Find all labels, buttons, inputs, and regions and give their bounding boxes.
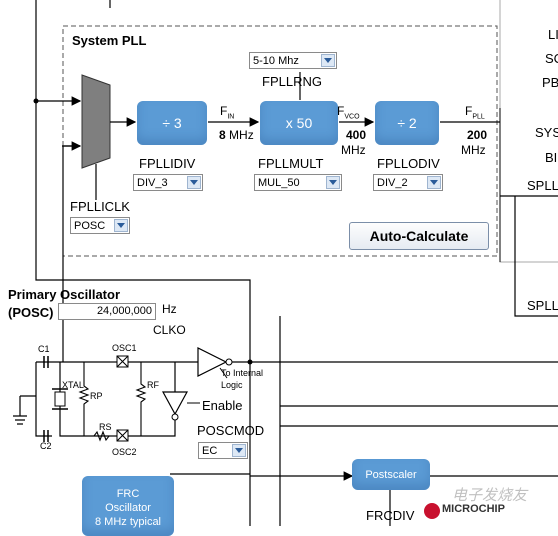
- fpllmult-select[interactable]: MUL_50: [254, 174, 342, 191]
- multiplier-symbol: x 50: [285, 115, 313, 131]
- osc2-label: OSC2: [112, 447, 137, 457]
- fpllmult-value: MUL_50: [258, 176, 300, 189]
- input-divider-symbol: ÷ 3: [162, 115, 182, 131]
- poscmod-value: EC: [202, 444, 218, 457]
- chevron-down-icon[interactable]: [114, 219, 128, 232]
- fpllmult-label: FPLLMULT: [258, 156, 324, 171]
- fpll-value: 200: [467, 128, 488, 142]
- fpllclk-select[interactable]: POSC: [70, 217, 130, 234]
- pll-range-value: 5-10 Mhz: [253, 54, 299, 67]
- pll-dashed-box: [62, 25, 498, 257]
- chevron-down-icon[interactable]: [232, 444, 246, 457]
- to-internal-label: To Internal: [221, 368, 264, 378]
- output-divider-symbol: ÷ 2: [397, 115, 417, 131]
- rp-label: RP: [90, 391, 103, 401]
- chevron-down-icon[interactable]: [321, 54, 335, 67]
- right-item-sys: SYS: [535, 125, 558, 140]
- clko-label: CLKO: [153, 323, 186, 337]
- brand-watermark: MICROCHIP: [442, 503, 505, 515]
- pll-multiplier-block: x 50: [260, 101, 338, 145]
- posc-subtitle: (POSC): [8, 305, 54, 320]
- frc-line1: FRC: [116, 488, 140, 500]
- microchip-logo: [424, 503, 440, 519]
- frc-oscillator-block: FRC Oscillator 8 MHz typical: [82, 476, 174, 536]
- fvco-label: FVCO: [337, 104, 360, 121]
- fpllodiv-value: DIV_2: [377, 176, 408, 189]
- posc-frequency-field[interactable]: 24,000,000: [58, 303, 156, 320]
- right-item-bi: BI: [545, 150, 558, 165]
- xtal-label: XTAL: [62, 380, 84, 390]
- chevron-down-icon[interactable]: [326, 176, 340, 189]
- frc-line3: 8 MHz typical: [94, 516, 162, 528]
- fpllclk-label: FPLLICLK: [70, 199, 130, 214]
- logic-label: Logic: [221, 380, 243, 390]
- fpllclk-value: POSC: [74, 219, 106, 232]
- fpllidiv-value: DIV_3: [137, 176, 168, 189]
- site-watermark: 电子发烧友: [452, 487, 528, 504]
- pll-input-mux: [81, 74, 111, 169]
- chevron-down-icon[interactable]: [427, 176, 441, 189]
- postscaler-label: Postscaler: [365, 468, 417, 481]
- fpllodiv-label: FPLLODIV: [377, 156, 440, 171]
- frcdiv-label: FRCDIV: [366, 508, 415, 523]
- fvco-value: 400: [346, 128, 367, 142]
- enable-label: Enable: [202, 398, 243, 413]
- postscaler-block: Postscaler: [352, 459, 430, 490]
- pll-output-divider-block: ÷ 2: [375, 101, 439, 145]
- fpll-label: FPLL: [465, 104, 485, 121]
- fpllidiv-label: FPLLIDIV: [139, 156, 196, 171]
- right-item-sc: SC: [545, 51, 558, 66]
- right-item-pb: PB: [542, 75, 558, 90]
- pll-input-divider-block: ÷ 3: [137, 101, 207, 145]
- fpll-unit: MHz: [461, 143, 486, 157]
- rf-label: RF: [147, 380, 159, 390]
- poscmod-select[interactable]: EC: [198, 442, 248, 459]
- pll-range-select[interactable]: 5-10 Mhz: [249, 52, 337, 69]
- posc-title: Primary Oscillator: [8, 287, 120, 302]
- posc-unit: Hz: [162, 302, 177, 316]
- osc-buffer: [197, 347, 228, 377]
- fin-label: FIN: [220, 104, 235, 121]
- spll-label-2: SPLL: [527, 298, 558, 313]
- fvco-unit: MHz: [341, 143, 366, 157]
- chevron-down-icon[interactable]: [187, 176, 201, 189]
- rs-label: RS: [99, 422, 112, 432]
- fpllodiv-select[interactable]: DIV_2: [373, 174, 443, 191]
- osc1-label: OSC1: [112, 343, 137, 353]
- spll-label-1: SPLL: [527, 178, 558, 193]
- right-item-li: LI: [548, 27, 558, 42]
- pll-range-label: FPLLRNG: [262, 74, 322, 89]
- fin-value: 8 MHz: [219, 128, 254, 142]
- poscmod-label: POSCMOD: [197, 423, 265, 438]
- c2-label: C2: [40, 441, 52, 451]
- pll-title: System PLL: [72, 33, 147, 48]
- auto-calculate-button[interactable]: Auto-Calculate: [349, 222, 489, 250]
- c1-label: C1: [38, 344, 50, 354]
- fpllidiv-select[interactable]: DIV_3: [133, 174, 203, 191]
- enable-buffer: [161, 391, 189, 416]
- frc-line2: Oscillator: [105, 502, 151, 514]
